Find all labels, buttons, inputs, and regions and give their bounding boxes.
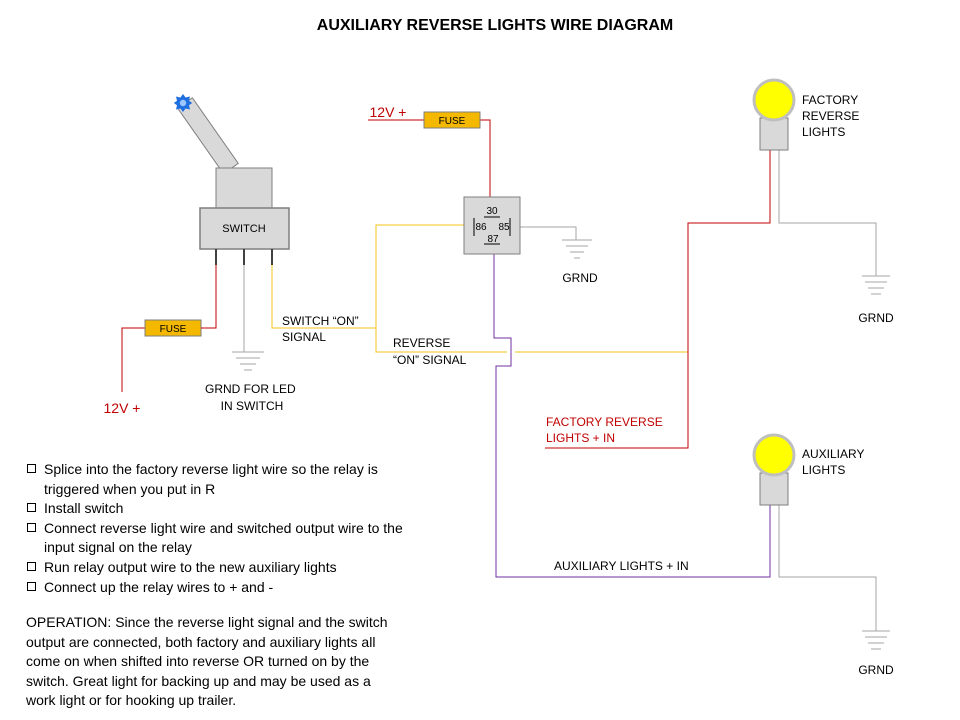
auxiliary-light-bulb-icon [752, 433, 796, 506]
switch-on-signal-wire [271, 224, 464, 329]
instruction-step: Splice into the factory reverse light wi… [26, 460, 466, 499]
diagram-title: AUXILIARY REVERSE LIGHTS WIRE DIAGRAM [317, 17, 673, 34]
relay-pin-30: 30 [486, 206, 498, 217]
factory-reverse-input-label: FACTORY REVERSE LIGHTS + IN [546, 415, 666, 445]
relay-fuse-label: FUSE [439, 116, 466, 127]
switch-fuse-label: FUSE [160, 324, 187, 335]
relay-pin-85: 85 [498, 222, 510, 233]
reverse-on-signal-label: REVERSE “ON” SIGNAL [393, 336, 467, 367]
relay-power-wire [480, 119, 491, 197]
switch-body [199, 207, 290, 250]
switch-neck [215, 167, 273, 209]
auxiliary-lights-ground-icon [862, 630, 890, 650]
instruction-steps: Splice into the factory reverse light wi… [26, 460, 466, 597]
checkbox-icon [27, 522, 36, 532]
switch-lever [176, 97, 239, 175]
relay-pin-87: 87 [487, 234, 499, 245]
checkbox-icon [27, 581, 36, 591]
factory-lights-ground-icon [862, 275, 890, 295]
switch-fuse: FUSE [144, 319, 216, 337]
instruction-step: Connect up the relay wires to + and - [26, 578, 466, 598]
auxiliary-lights-input-label: AUXILIARY LIGHTS + IN [554, 559, 689, 573]
factory-reverse-light-bulb-icon [752, 78, 796, 151]
relay: 30 86 85 87 [463, 196, 521, 255]
operation-description: OPERATION: Since the reverse light signa… [26, 614, 388, 709]
instruction-step: Run relay output wire to the new auxilia… [26, 558, 466, 578]
toggle-switch: SWITCH [173, 94, 290, 265]
auxiliary-lights-label: AUXILIARY LIGHTS [802, 447, 868, 477]
relay-pin-86: 86 [475, 222, 487, 233]
relay-supply-label: 12V + [370, 104, 407, 120]
switch-label: SWITCH [222, 223, 265, 235]
factory-reverse-positive-wire [545, 150, 771, 449]
switch-on-signal-label: SWITCH “ON” SIGNAL [282, 314, 362, 344]
checkbox-icon [27, 464, 36, 473]
relay-fuse: FUSE [423, 111, 481, 129]
relay-ground-wire [520, 226, 577, 240]
checkbox-icon [27, 503, 36, 513]
checkbox-icon [27, 561, 36, 571]
factory-lights-label: FACTORY REVERSE LIGHTS [802, 93, 863, 139]
factory-lights-ground-label: GRND [858, 311, 894, 325]
auxiliary-lights-ground-label: GRND [858, 663, 894, 677]
led-icon [173, 94, 193, 112]
factory-lights-ground-wire [778, 150, 877, 276]
auxiliary-lights-ground-wire [778, 505, 877, 631]
relay-output-wire [493, 254, 771, 578]
relay-ground-icon [562, 239, 592, 259]
instruction-step: Connect reverse light wire and switched … [26, 519, 466, 558]
switch-ground-label: GRND FOR LED IN SWITCH [205, 382, 299, 413]
switch-ground-icon [232, 351, 264, 371]
switch-supply-label: 12V + [104, 400, 141, 416]
relay-ground-label: GRND [562, 271, 598, 285]
reverse-on-signal-wire [375, 328, 507, 353]
instruction-step: Install switch [26, 499, 466, 519]
